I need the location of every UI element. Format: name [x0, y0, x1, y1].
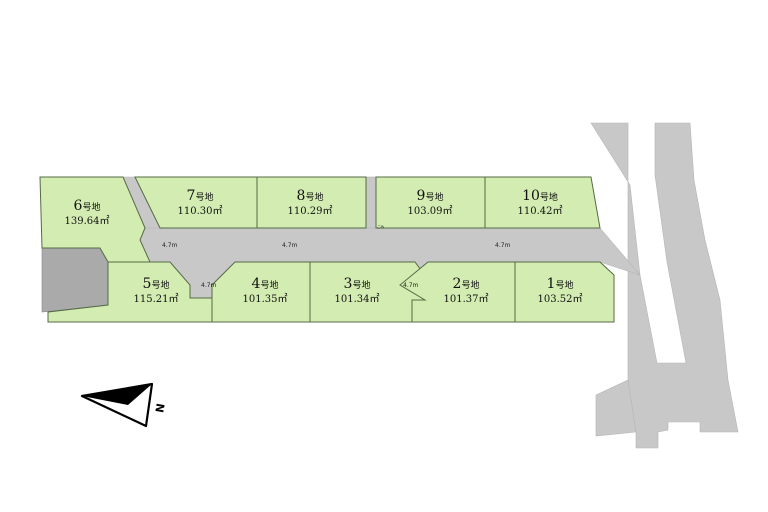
road-width-label-5: 4.7m: [403, 282, 419, 289]
lot-4-number: 4: [252, 276, 261, 292]
lot-3-label: 3号地: [344, 276, 371, 292]
lot-4-suffix: 号地: [260, 279, 278, 291]
north-arrow-icon: N: [80, 382, 168, 428]
lot-1-label: 1号地: [547, 276, 574, 292]
road-width-label-1: 4.7m: [162, 242, 178, 249]
road-stub: [595, 379, 637, 437]
lot-1-shape: [514, 261, 615, 323]
lot-5-area: 115.21㎡: [134, 293, 179, 305]
side-path-2: [365, 176, 377, 229]
lot-9-suffix: 号地: [425, 191, 443, 203]
lot-8-area: 110.29㎡: [288, 205, 333, 217]
lot-6-area: 139.64㎡: [65, 215, 110, 227]
lot-10-area: 110.42㎡: [518, 205, 563, 217]
lot-5-number: 5: [143, 276, 152, 292]
lot-4-shape: [211, 261, 311, 323]
lot-9-label: 9号地: [417, 188, 444, 204]
lot-5-label: 5号地: [143, 276, 170, 292]
lot-3-suffix: 号地: [352, 279, 370, 291]
lot-2-area: 101.37㎡: [444, 293, 489, 305]
lot-10-shape: [484, 176, 601, 229]
lot-6-number: 6: [74, 198, 83, 214]
compass-north-label: N: [153, 402, 167, 413]
lot-3-area: 101.34㎡: [335, 293, 380, 305]
lot-7-area: 110.30㎡: [178, 205, 223, 217]
lot-7-label: 7号地: [187, 188, 214, 204]
lot-8-suffix: 号地: [305, 191, 323, 203]
lot-2-shape: [399, 261, 516, 323]
lot-3-number: 3: [344, 276, 353, 292]
lot-1-number: 1: [547, 276, 556, 292]
road-width-label-2: 4.7m: [282, 242, 298, 249]
main-road: [590, 122, 739, 449]
lot-10-label: 10号地: [522, 188, 558, 204]
small-note: ごみ: [377, 224, 385, 229]
lot-7-suffix: 号地: [195, 191, 213, 203]
lot-8-label: 8号地: [297, 188, 324, 204]
road-width-label-4: 4.7m: [201, 282, 217, 289]
lot-2-label: 2号地: [453, 276, 480, 292]
lot-10-number: 10: [522, 188, 540, 204]
lot-5-suffix: 号地: [151, 279, 169, 291]
lot-8-shape: [256, 176, 367, 229]
lot-2-number: 2: [453, 276, 462, 292]
lot-6-suffix: 号地: [82, 201, 100, 213]
lot-7-number: 7: [187, 188, 196, 204]
lot-6-label: 6号地: [74, 198, 101, 214]
lot-1-area: 103.52㎡: [538, 293, 583, 305]
lot-1-suffix: 号地: [555, 279, 573, 291]
lot-2-suffix: 号地: [461, 279, 479, 291]
road-width-label-3: 4.7m: [495, 242, 511, 249]
neighbor-building: [41, 247, 109, 313]
lot-9-area: 103.09㎡: [408, 205, 453, 217]
lot-4-area: 101.35㎡: [243, 293, 288, 305]
lot-4-label: 4号地: [252, 276, 279, 292]
lot-8-number: 8: [297, 188, 306, 204]
lot-10-suffix: 号地: [540, 191, 558, 203]
lot-9-number: 9: [417, 188, 426, 204]
